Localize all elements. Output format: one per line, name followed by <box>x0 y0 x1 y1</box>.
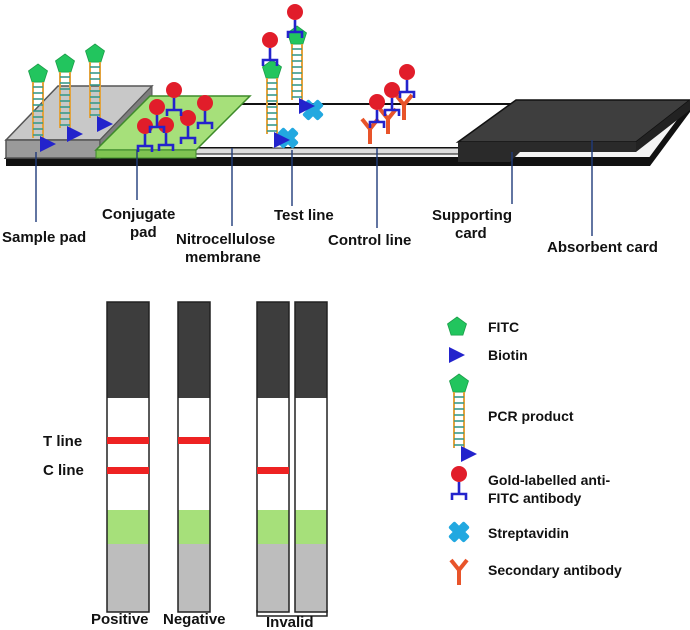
label-invalid: Invalid <box>266 614 314 630</box>
legend: FITC Biotin PCR product Gold-labelled an… <box>443 316 622 587</box>
strip-invalid-2 <box>294 301 328 613</box>
strip-negative <box>177 301 211 613</box>
pcr-product-icon <box>450 374 478 462</box>
label-conjugate-pad-2: pad <box>130 224 157 241</box>
positive-c-line <box>107 467 149 474</box>
label-test-line: Test line <box>274 207 334 224</box>
legend-gold-2: FITC antibody <box>488 490 582 506</box>
gold-antibody-icon <box>449 464 469 502</box>
label-c-line: C line <box>43 462 84 479</box>
label-nitrocellulose-2: membrane <box>185 249 261 266</box>
secondary-antibody-icon <box>449 558 469 587</box>
strip-positive <box>106 301 150 613</box>
legend-pcr-product: PCR product <box>488 408 574 424</box>
invalid-bracket <box>256 610 328 617</box>
supporting-card <box>6 158 650 166</box>
legend-biotin: Biotin <box>488 347 528 363</box>
label-control-line: Control line <box>328 232 411 249</box>
label-positive: Positive <box>91 611 149 628</box>
fitc-icon <box>447 316 467 336</box>
label-conjugate-pad-1: Conjugate <box>102 206 175 223</box>
invalid-c-line <box>257 467 289 474</box>
legend-streptavidin: Streptavidin <box>488 525 569 541</box>
negative-t-line <box>178 437 210 444</box>
label-absorbent-card: Absorbent card <box>547 239 658 256</box>
legend-secondary-antibody: Secondary antibody <box>488 562 622 578</box>
label-nitrocellulose-1: Nitrocellulose <box>176 231 275 248</box>
legend-fitc: FITC <box>488 319 519 335</box>
streptavidin-icon <box>443 516 475 548</box>
label-negative: Negative <box>163 611 226 628</box>
legend-gold-1: Gold-labelled anti- <box>488 472 610 488</box>
positive-t-line <box>107 437 149 444</box>
label-t-line: T line <box>43 433 82 450</box>
label-sample-pad: Sample pad <box>2 229 86 246</box>
result-strips <box>106 301 328 617</box>
label-supporting-card-2: card <box>455 225 487 242</box>
biotin-icon <box>449 347 465 363</box>
callout-lines <box>35 140 593 236</box>
strip-invalid-1 <box>256 301 290 613</box>
label-supporting-card-1: Supporting <box>432 207 512 224</box>
